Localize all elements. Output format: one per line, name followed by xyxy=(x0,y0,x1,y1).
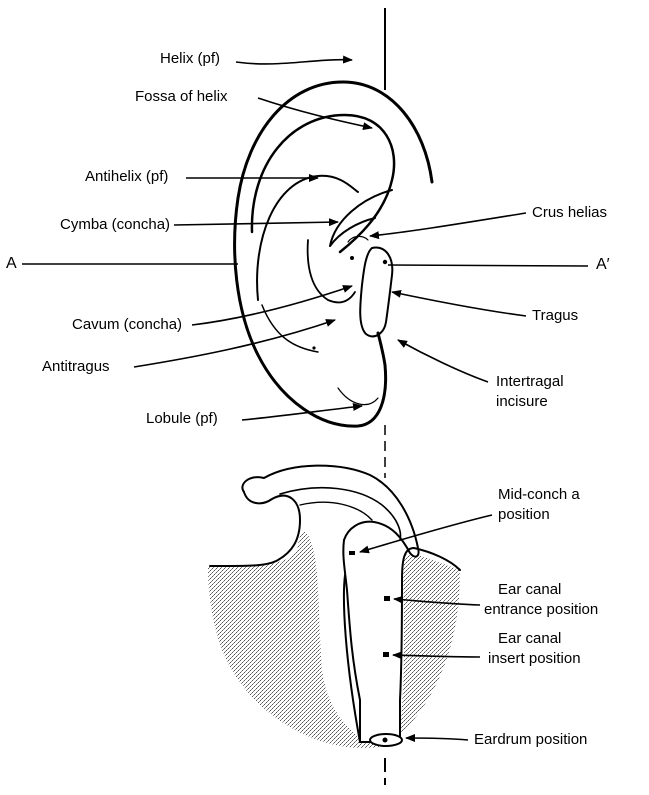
label-entrance-2: entrance position xyxy=(484,601,598,619)
leader-helix xyxy=(236,60,352,64)
label-midconcha-1: Mid-conch a xyxy=(498,486,580,504)
label-insert-1: Ear canal xyxy=(498,630,561,648)
leader-cymba xyxy=(174,222,338,225)
midconcha-dot xyxy=(349,551,355,555)
label-lobule: Lobule (pf) xyxy=(146,410,218,428)
eardrum-dot xyxy=(383,738,388,743)
leader-intertragal xyxy=(398,340,488,382)
leader-tragus xyxy=(392,292,526,316)
label-midconcha-2: position xyxy=(498,506,550,524)
ear-outline xyxy=(235,82,432,426)
label-intertragal-2: incisure xyxy=(496,393,548,411)
label-cavum: Cavum (concha) xyxy=(72,316,182,334)
head-tissue xyxy=(208,532,460,748)
label-antitragus: Antitragus xyxy=(42,358,110,376)
label-cymba: Cymba (concha) xyxy=(60,216,170,234)
leader-cavum xyxy=(192,286,352,325)
ear-cross-section xyxy=(208,466,460,749)
label-tragus: Tragus xyxy=(532,307,578,325)
section-label-a: A xyxy=(6,255,17,273)
section-line-right xyxy=(388,265,588,266)
label-crus: Crus helias xyxy=(532,204,607,222)
label-helix: Helix (pf) xyxy=(160,50,220,68)
label-intertragal-1: Intertragal xyxy=(496,373,564,391)
leader-eardrum xyxy=(406,738,468,740)
upper-leaders xyxy=(134,60,526,420)
section-label-a-prime: A′ xyxy=(596,256,610,274)
leader-crus xyxy=(370,213,526,236)
label-fossa: Fossa of helix xyxy=(135,88,228,106)
entrance-dot xyxy=(384,596,390,601)
label-eardrum: Eardrum position xyxy=(474,731,587,749)
insert-dot xyxy=(383,652,389,657)
label-insert-2: insert position xyxy=(488,650,581,668)
label-entrance-1: Ear canal xyxy=(498,581,561,599)
label-antihelix: Antihelix (pf) xyxy=(85,168,168,186)
